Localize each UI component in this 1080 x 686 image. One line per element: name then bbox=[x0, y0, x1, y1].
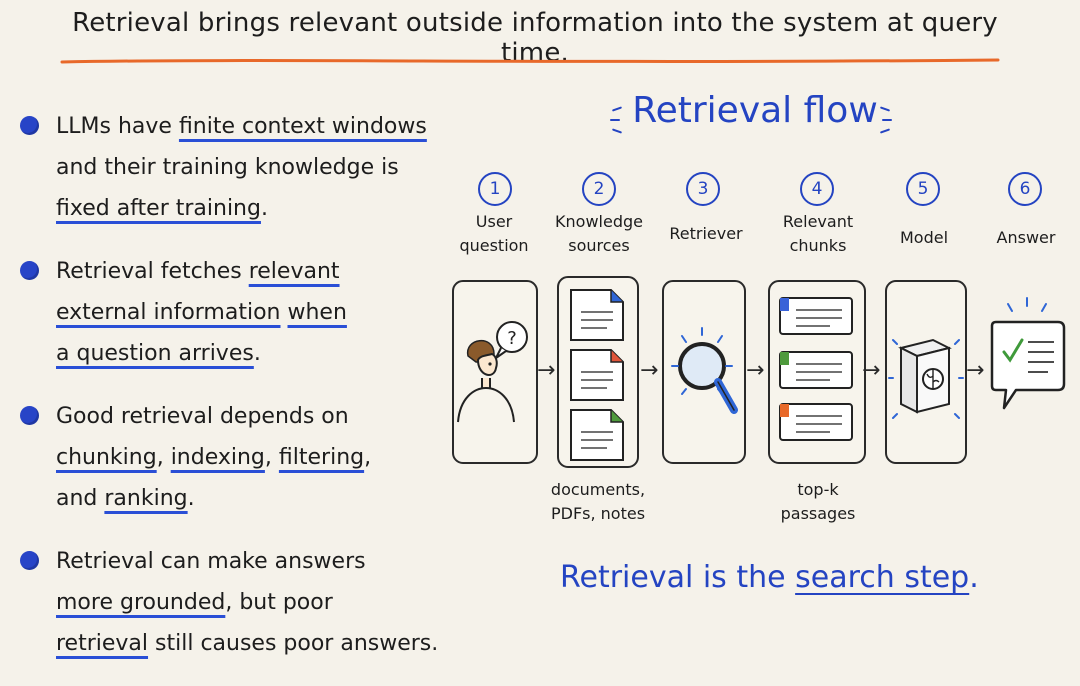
step-label-answer: Answer bbox=[996, 228, 1056, 247]
flow-arrow: → bbox=[746, 358, 765, 383]
bullet-list: LLMs have finite context windows and thei… bbox=[14, 106, 444, 686]
bullet-text: and their training knowledge is bbox=[56, 155, 399, 180]
footer-highlight: search step bbox=[795, 560, 970, 595]
step-card-relevant-chunks bbox=[768, 280, 866, 464]
bullet-item: Retrieval can make answers more grounded,… bbox=[14, 541, 444, 664]
bullet-key-phrase: indexing bbox=[170, 445, 265, 470]
decor-tick bbox=[610, 119, 620, 121]
step-card-knowledge-sources bbox=[557, 276, 639, 468]
bullet-line: Good retrieval depends on bbox=[56, 396, 444, 437]
bullet-key-phrase: retrieval bbox=[56, 631, 149, 656]
step-number-2: 2 bbox=[582, 172, 616, 206]
bullet-key-phrase: finite context windows bbox=[178, 114, 427, 139]
flow-arrow: → bbox=[640, 358, 659, 383]
bullet-key-phrase: when bbox=[287, 300, 347, 325]
step-label-retriever: Retriever bbox=[669, 224, 743, 243]
bullet-line: more grounded, but poor bbox=[56, 582, 444, 623]
title-underline bbox=[60, 58, 1000, 64]
flow-arrow: → bbox=[537, 358, 556, 383]
bullet-text: , but poor bbox=[225, 590, 333, 615]
caption-sources: documents, PDFs, notes bbox=[550, 480, 646, 523]
bullet-key-phrase: relevant bbox=[248, 259, 340, 284]
bullet-key-phrase: external information bbox=[56, 300, 281, 325]
chunks-icon bbox=[779, 297, 853, 441]
bullet-line: fixed after training. bbox=[56, 188, 444, 229]
bullet-line: and their training knowledge is bbox=[56, 147, 444, 188]
bullet-line: Retrieval can make answers bbox=[56, 541, 444, 582]
step-label-relevant-chunks: Relevant chunks bbox=[782, 212, 854, 255]
bullet-line: chunking, indexing, filtering, bbox=[56, 437, 444, 478]
bullet-dot-icon bbox=[20, 406, 39, 425]
bullet-key-phrase: filtering bbox=[278, 445, 365, 470]
bullet-text: Good retrieval depends on bbox=[56, 404, 349, 429]
bullet-key-phrase: a question arrives bbox=[56, 341, 254, 366]
bullet-text: Retrieval fetches bbox=[56, 259, 249, 284]
bullet-key-phrase: chunking bbox=[56, 445, 157, 470]
bullet-text: , bbox=[156, 445, 171, 470]
step-card-retriever bbox=[662, 280, 746, 464]
bullet-line: and ranking. bbox=[56, 478, 444, 519]
svg-text:?: ? bbox=[507, 328, 517, 349]
step-number-1: 1 bbox=[478, 172, 512, 206]
brain-box-icon bbox=[888, 338, 964, 419]
bullet-text: LLMs have bbox=[56, 114, 179, 139]
bullet-key-phrase: more grounded bbox=[56, 590, 226, 615]
answer-bubble-icon bbox=[990, 297, 1066, 410]
bullet-text: Retrieval can make answers bbox=[56, 549, 366, 574]
step-number-5: 5 bbox=[906, 172, 940, 206]
step-card-user-question: ? bbox=[452, 280, 538, 464]
bullet-text: . bbox=[253, 341, 261, 366]
footer-summary: Retrieval is the search step. bbox=[560, 560, 979, 595]
page: Retrieval brings relevant outside inform… bbox=[20, 8, 1066, 656]
footer-prefix: Retrieval is the bbox=[560, 560, 796, 595]
magnifier-icon bbox=[671, 327, 738, 414]
flow-arrow: → bbox=[862, 358, 881, 383]
step-label-user-question: User question bbox=[459, 212, 529, 255]
step-label-model: Model bbox=[899, 228, 949, 247]
bullet-dot-icon bbox=[20, 261, 39, 280]
bullet-line: Retrieval fetches relevant bbox=[56, 251, 444, 292]
step-number-4: 4 bbox=[800, 172, 834, 206]
bullet-text: , bbox=[364, 445, 372, 470]
step-number-3: 3 bbox=[686, 172, 720, 206]
step-number-6: 6 bbox=[1008, 172, 1042, 206]
page-title: Retrieval brings relevant outside inform… bbox=[72, 8, 998, 68]
caption-chunks: top-k passages bbox=[780, 480, 856, 523]
bullet-key-phrase: fixed after training bbox=[56, 196, 261, 221]
flow-arrow: → bbox=[966, 358, 985, 383]
step-card-model bbox=[885, 280, 967, 464]
bullet-item: LLMs have finite context windows and thei… bbox=[14, 106, 444, 229]
bullet-line: a question arrives. bbox=[56, 333, 444, 374]
person-question-icon: ? bbox=[457, 321, 528, 423]
bullet-line: LLMs have finite context windows bbox=[56, 106, 444, 147]
bullet-line: external information when bbox=[56, 292, 444, 333]
step-label-knowledge-sources: Knowledge sources bbox=[555, 212, 643, 255]
bullet-text: . bbox=[260, 196, 268, 221]
bullet-text: still causes poor answers. bbox=[148, 631, 439, 656]
bullet-dot-icon bbox=[20, 551, 39, 570]
bullet-text: . bbox=[187, 486, 195, 511]
documents-icon bbox=[570, 289, 624, 461]
decor-tick bbox=[882, 119, 892, 121]
bullet-text: , bbox=[264, 445, 279, 470]
bullet-key-phrase: ranking bbox=[104, 486, 188, 511]
bullet-item: Good retrieval depends on chunking, index… bbox=[14, 396, 444, 519]
bullet-dot-icon bbox=[20, 116, 39, 135]
footer-suffix: . bbox=[969, 560, 979, 595]
bullet-text bbox=[281, 300, 288, 325]
flow-title: Retrieval flow bbox=[632, 90, 878, 131]
bullet-text: and bbox=[56, 486, 105, 511]
bullet-line: retrieval still causes poor answers. bbox=[56, 623, 444, 664]
